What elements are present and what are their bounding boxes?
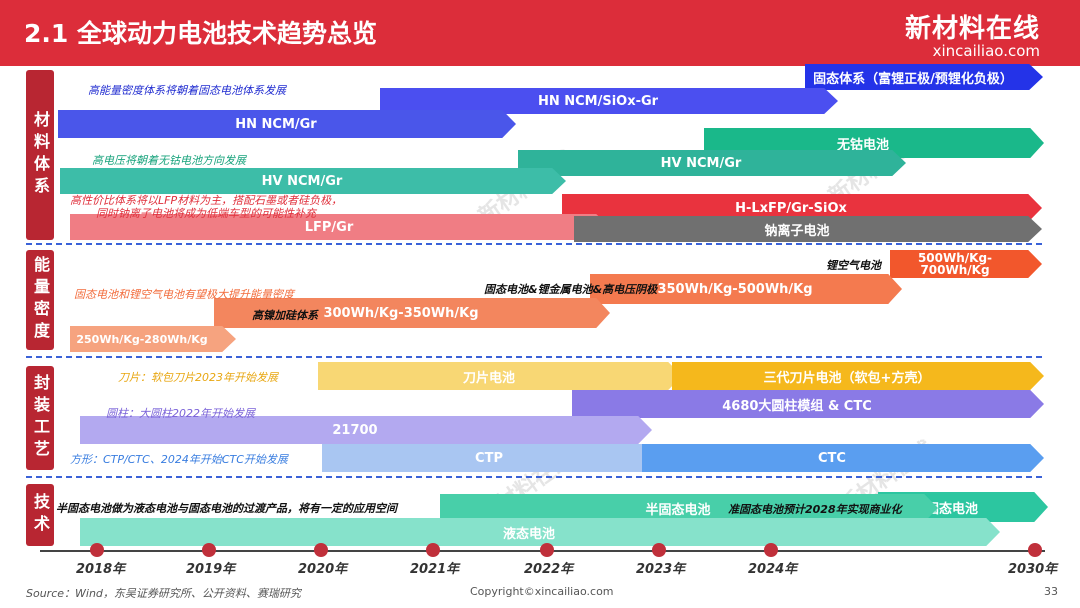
timeline-dot (1028, 543, 1042, 557)
year-label: 2024年 (748, 562, 798, 577)
year-label: 2021年 (410, 562, 460, 577)
timeline-dot (540, 543, 554, 557)
arrow-500-700wh: 500Wh/Kg-700Wh/Kg (890, 250, 1042, 278)
arrow-sodium-ion: 钠离子电池 (574, 216, 1042, 242)
year-label: 2022年 (524, 562, 574, 577)
note-cost-effective-2: 同时钠离子电池将成为低端车型的可能性补充 (96, 207, 316, 220)
section-label-energy-density: 能量密度 (26, 250, 54, 350)
note-lithium-air: 锂空气电池 (826, 259, 881, 272)
section-divider (26, 243, 1042, 245)
page-title: 2.1 全球动力电池技术趋势总览 (24, 19, 377, 48)
section-label-packaging: 封装工艺 (26, 366, 54, 470)
arrow-hn-ncm-gr: HN NCM/Gr (58, 110, 516, 138)
arrow-hv-ncm-gr-future: HV NCM/Gr (518, 150, 906, 176)
section-divider (26, 356, 1042, 358)
note-quasi-solid: 准固态电池预计2028年实现商业化 (728, 503, 902, 516)
note-high-energy: 高能量密度体系将朝着固态电池体系发展 (88, 84, 286, 97)
year-label: 2018年 (76, 562, 126, 577)
timeline-dot (652, 543, 666, 557)
timeline-dot (314, 543, 328, 557)
source-citation: Source：Wind，东吴证券研究所、公开资料、赛瑞研究 (26, 587, 301, 600)
arrow-ctp: CTP (322, 444, 678, 472)
note-cost-effective-1: 高性价比体系将以LFP材料为主，搭配石墨或者硅负极， (70, 194, 343, 207)
note-cylinder: 圆柱：大圆柱2022年开始发展 (106, 407, 255, 420)
note-solid-lithium-metal: 固态电池&锂金属电池&高电压阴极 (484, 283, 658, 296)
arrow-liquid-battery: 液态电池 (80, 518, 1000, 546)
section-divider (26, 476, 1042, 478)
arrow-350-500wh: 350Wh/Kg-500Wh/Kg (590, 274, 902, 304)
note-high-voltage: 高电压将朝着无钴电池方向发展 (92, 154, 246, 167)
arrow-solid-state-system: 固态体系（富锂正极/预锂化负极） (805, 64, 1043, 90)
logo-url: xincailiao.com (932, 42, 1040, 60)
year-label: 2023年 (636, 562, 686, 577)
year-label: 2030年 (1008, 562, 1058, 577)
note-energy-density: 固态电池和锂空气电池有望极大提升能量密度 (74, 288, 294, 301)
header-bar: 2.1 全球动力电池技术趋势总览 新材料在线 xincailiao.com (0, 0, 1080, 66)
note-blade: 刀片：软包刀片2023年开始发展 (118, 371, 278, 384)
arrow-21700: 21700 (80, 416, 652, 444)
arrow-blade-battery: 刀片电池 (318, 362, 682, 390)
timeline-dot (426, 543, 440, 557)
note-semi-solid: 半固态电池做为液态电池与固态电池的过渡产品，将有一定的应用空间 (56, 502, 397, 515)
copyright: Copyright©xincailiao.com (470, 585, 614, 598)
arrow-300-350wh: 300Wh/Kg-350Wh/Kg (214, 298, 610, 328)
arrow-semi-solid: 半固态电池 (440, 494, 938, 522)
timeline-dot (202, 543, 216, 557)
arrow-4680-ctc: 4680大圆柱模组 & CTC (572, 390, 1044, 418)
section-label-materials: 材料体系 (26, 70, 54, 240)
logo: 新材料在线 (904, 14, 1040, 44)
note-prismatic: 方形：CTP/CTC、2024年开始CTC开始发展 (70, 453, 288, 466)
arrow-hv-ncm-gr: HV NCM/Gr (60, 168, 566, 194)
timeline-dot (90, 543, 104, 557)
year-label: 2019年 (186, 562, 236, 577)
page-number: 33 (1044, 585, 1058, 598)
arrow-ctc: CTC (642, 444, 1044, 472)
section-label-technology: 技术 (26, 484, 54, 546)
arrow-lfp-gr: LFP/Gr (70, 214, 610, 240)
arrow-250-280wh: 250Wh/Kg-280Wh/Kg (70, 326, 236, 352)
arrow-gen3-blade: 三代刀片电池（软包+方壳） (672, 362, 1044, 390)
arrow-hn-ncm-siox-gr: HN NCM/SiOx-Gr (380, 88, 838, 114)
year-label: 2020年 (298, 562, 348, 577)
note-high-nickel-silicon: 高镍加硅体系 (252, 309, 318, 322)
timeline-dot (764, 543, 778, 557)
